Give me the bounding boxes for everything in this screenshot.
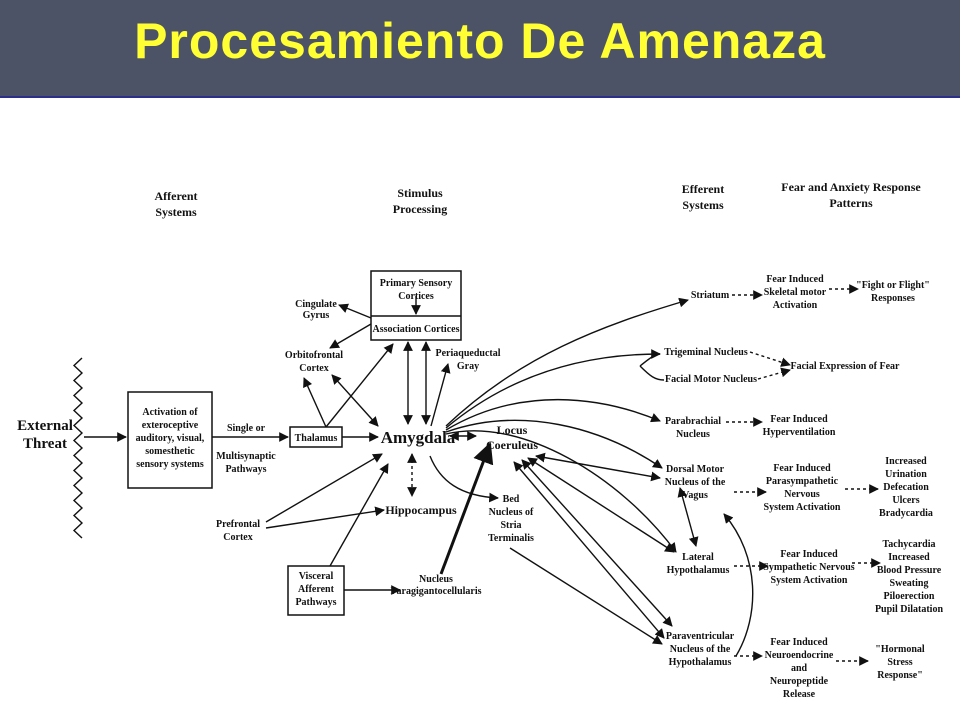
hippocampus-text: Hippocampus	[385, 503, 457, 517]
thalamus-box	[289, 426, 343, 448]
arrow-amyg-trigeminal	[445, 349, 661, 429]
arrow-nucleus-locus	[439, 442, 494, 575]
arrow-orbito-amygdala	[331, 374, 379, 427]
arrow-amyg-lateral	[445, 430, 677, 553]
threat-zigzag	[72, 357, 84, 539]
visceral-box	[287, 565, 345, 616]
arrow-locus-paraventricular2	[513, 461, 665, 639]
facial-expression-text: Facial Expression of Fear	[791, 361, 901, 372]
arrow-visceral-amygdala	[329, 463, 389, 567]
arrow-para-dorsal	[723, 513, 754, 657]
association-text: Association Cortices	[373, 324, 460, 335]
thalamus-text: Thalamus	[295, 433, 338, 444]
dash-facial	[757, 367, 791, 380]
node-boxes	[127, 270, 462, 616]
arrow-amygdala-periaq	[430, 363, 451, 427]
page-title: Procesamiento De Amenaza	[134, 13, 826, 69]
arrow-amyg-parabrachial	[445, 398, 661, 431]
facial-branch	[639, 353, 665, 381]
arrow-assoc-cingulate	[338, 303, 372, 319]
arrow-locus-paraventricular	[521, 459, 673, 627]
sensory-cortices-box	[370, 270, 462, 341]
fight-text: "Fight or Flight"Responses	[856, 280, 930, 304]
activation-box	[127, 391, 213, 489]
connection-arrows	[72, 284, 881, 666]
arrow-dorsal-lateral	[677, 487, 699, 547]
arrow-amyg-dorsal	[445, 419, 663, 469]
arrow-thalamus-orbito	[303, 377, 327, 428]
amygdala-text: Amygdala	[381, 428, 456, 447]
arrow-bed-paraventricular	[509, 547, 663, 645]
dash-trigeminal	[749, 351, 791, 367]
arrow-prefrontal-hippo	[265, 506, 385, 529]
title-bar: Procesamiento De Amenaza	[0, 0, 960, 98]
single-or-text: Single or	[227, 423, 266, 434]
facial-motor-text: Facial Motor Nucleus	[665, 374, 757, 385]
striatum-text: Striatum	[691, 290, 730, 301]
arrow-prefrontal-amygdala	[265, 453, 383, 523]
arrow-amyg-striatum	[445, 297, 689, 427]
arrow-assoc-orbito	[329, 323, 372, 349]
arrow-amygdala-bed	[429, 455, 499, 503]
trigeminal-text: Trigeminal Nucleus	[664, 347, 748, 358]
